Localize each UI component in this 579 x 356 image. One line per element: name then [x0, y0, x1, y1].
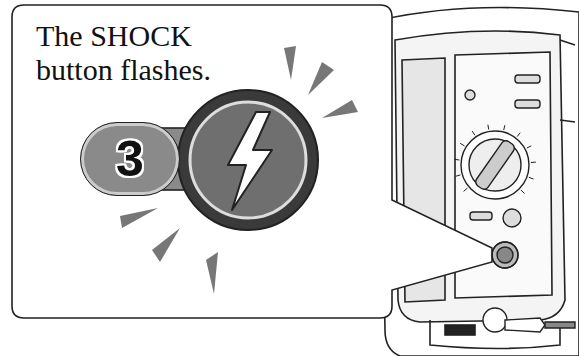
step-pill: 3: [80, 122, 180, 196]
callout-bubble: [12, 5, 492, 318]
button-marker: [492, 242, 518, 268]
callout-number: 3: [116, 134, 144, 184]
panel-buttons: [465, 75, 575, 332]
shock-button: [178, 90, 318, 230]
energy-dial: [454, 125, 536, 199]
device-housing: [380, 8, 579, 356]
callout-text: The SHOCK button flashes.: [36, 19, 251, 87]
callout-box: The SHOCK button flashes. 3: [12, 5, 392, 318]
